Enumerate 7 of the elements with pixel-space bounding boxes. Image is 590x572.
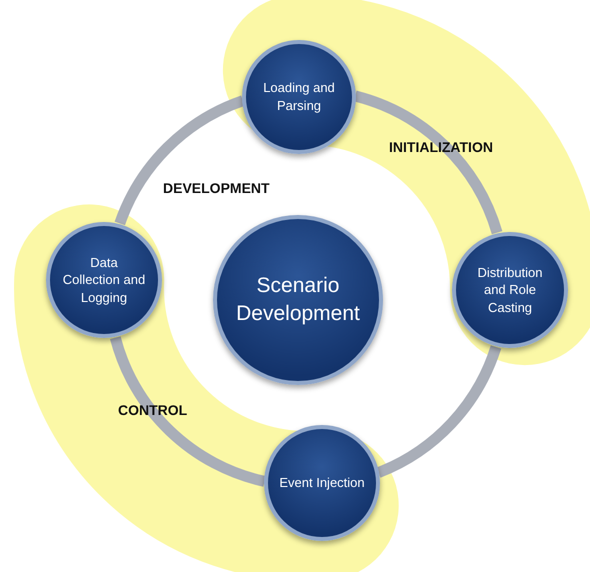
process-circle: Scenario Development xyxy=(213,215,383,385)
ring-segment xyxy=(376,345,502,478)
phase-label: DEVELOPMENT xyxy=(163,180,270,196)
ring-segment xyxy=(354,90,502,235)
phase-label: CONTROL xyxy=(118,402,188,418)
ring-segment xyxy=(110,336,266,487)
phase-label: INITIALIZATION xyxy=(389,139,493,155)
